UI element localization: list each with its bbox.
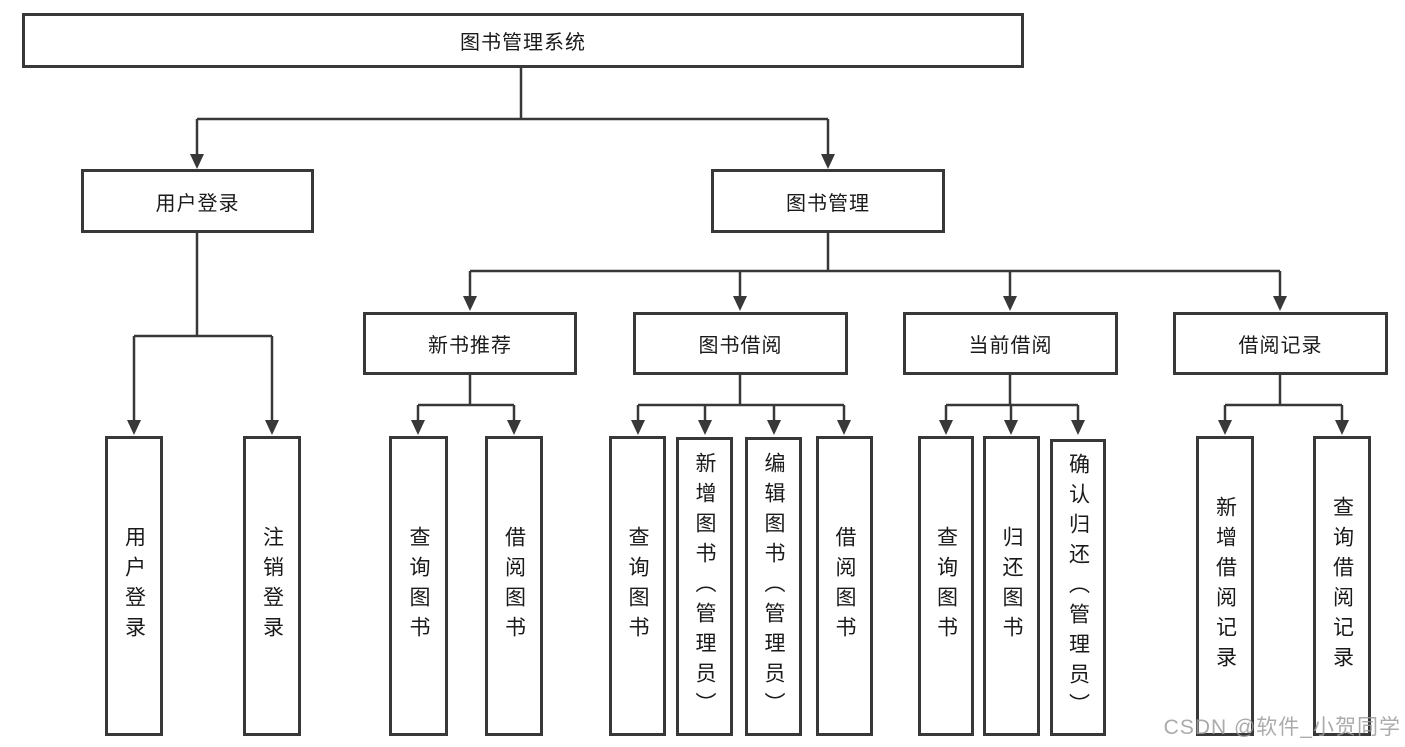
- leaf-edit-book-admin: 编辑图书（管理员）: [745, 437, 802, 736]
- leaf-borrow-books-1: 借阅图书: [485, 436, 543, 736]
- node-current-borrowing-label: 当前借阅: [968, 335, 1053, 357]
- connector-new-book-crossbar: [418, 375, 514, 407]
- node-current-borrowing: 当前借阅: [903, 312, 1118, 375]
- node-borrowing-records-label: 借阅记录: [1238, 335, 1323, 357]
- leaf-user-login-label: 用户登录: [122, 526, 146, 646]
- node-book-management-label: 图书管理: [786, 192, 870, 215]
- leaf-add-book-admin: 新增图书（管理员）: [676, 437, 733, 736]
- node-borrowing-records: 借阅记录: [1173, 312, 1388, 375]
- node-book-borrowing: 图书借阅: [633, 312, 848, 375]
- csdn-watermark: CSDN @软件_小贺同学: [1163, 716, 1401, 739]
- connector-current-borrowing-crossbar: [946, 375, 1078, 407]
- node-user-login: 用户登录: [81, 169, 314, 233]
- leaf-query-borrow-record-label: 查询借阅记录: [1330, 496, 1354, 676]
- leaf-add-book-admin-label: 新增图书（管理员）: [693, 451, 716, 722]
- connector-book-borrowing-crossbar: [638, 375, 844, 407]
- leaf-confirm-return-admin: 确认归还（管理员）: [1050, 439, 1106, 736]
- leaf-return-books: 归还图书: [983, 436, 1040, 736]
- leaf-query-books-2-label: 查询图书: [626, 526, 649, 646]
- leaf-query-books-3: 查询图书: [918, 436, 974, 736]
- leaf-query-books-2: 查询图书: [609, 436, 666, 736]
- leaf-add-borrow-record-label: 新增借阅记录: [1213, 496, 1237, 676]
- leaf-logout-label: 注销登录: [260, 526, 284, 646]
- leaf-borrow-books-2: 借阅图书: [816, 436, 873, 736]
- connector-borrowing-records-crossbar: [1225, 375, 1342, 407]
- node-root-label: 图书管理系统: [460, 32, 586, 54]
- leaf-borrow-books-1-label: 借阅图书: [502, 526, 526, 646]
- leaf-query-books-1-label: 查询图书: [407, 526, 430, 646]
- leaf-confirm-return-admin-label: 确认归还（管理员）: [1066, 452, 1090, 723]
- node-root: 图书管理系统: [22, 13, 1024, 68]
- connector-root-crossbar: [197, 68, 828, 121]
- leaf-logout: 注销登录: [243, 436, 301, 736]
- connector-user-login-crossbar: [134, 233, 272, 338]
- leaf-borrow-books-2-label: 借阅图书: [833, 526, 856, 646]
- leaf-user-login: 用户登录: [105, 436, 163, 736]
- leaf-query-borrow-record: 查询借阅记录: [1313, 436, 1371, 736]
- node-book-management: 图书管理: [711, 169, 945, 233]
- leaf-query-books-1: 查询图书: [389, 436, 448, 736]
- leaf-return-books-label: 归还图书: [1000, 526, 1023, 646]
- node-new-book-recommend-label: 新书推荐: [428, 335, 512, 357]
- leaf-query-books-3-label: 查询图书: [934, 526, 958, 646]
- node-new-book-recommend: 新书推荐: [363, 312, 577, 375]
- leaf-add-borrow-record: 新增借阅记录: [1196, 436, 1254, 736]
- node-user-login-label: 用户登录: [155, 192, 240, 215]
- connector-book-management-crossbar: [470, 233, 1280, 273]
- node-book-borrowing-label: 图书借阅: [698, 335, 783, 357]
- leaf-edit-book-admin-label: 编辑图书（管理员）: [762, 451, 785, 722]
